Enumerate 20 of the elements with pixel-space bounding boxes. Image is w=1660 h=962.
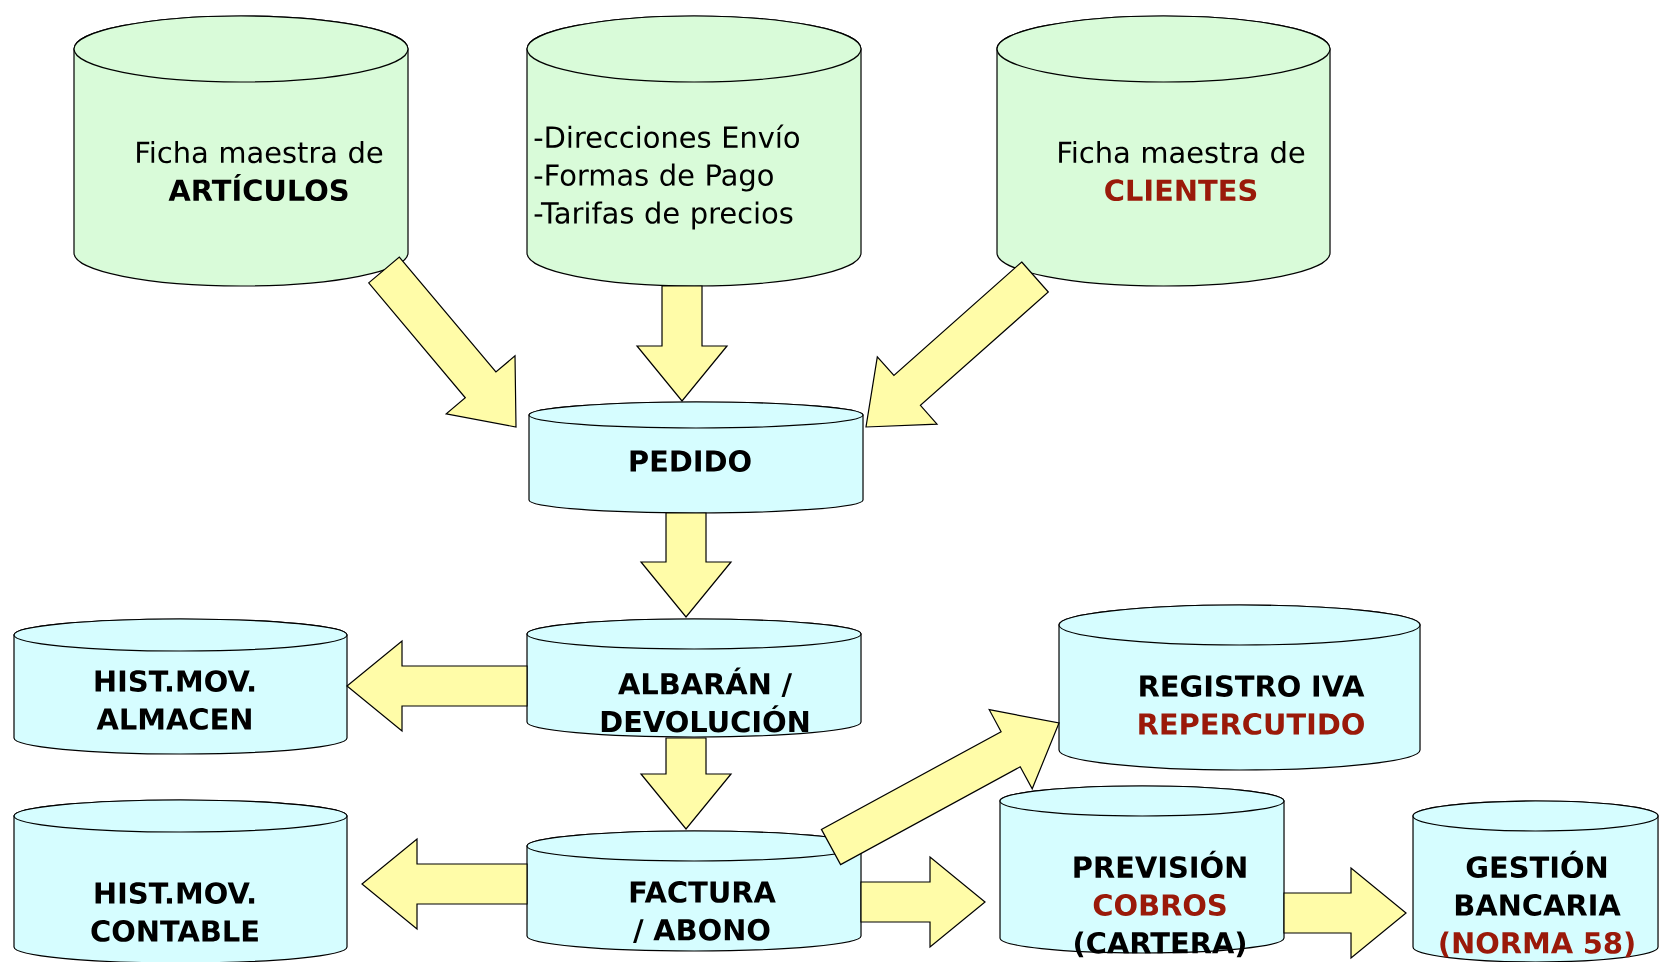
database-cylinder: HIST.MOV. CONTABLE	[13, 799, 348, 962]
database-cylinder: PREVISIÓN COBROS (CARTERA)	[999, 785, 1285, 958]
database-cylinder: ALBARÁN / DEVOLUCIÓN	[526, 618, 862, 738]
database-cylinder: -Direcciones Envío -Formas de Pago -Tarifas de precios	[526, 15, 862, 287]
database-cylinder: GESTIÓN BANCARIA (NORMA 58)	[1412, 800, 1659, 962]
database-cylinder: FACTURA / ABONO	[526, 830, 862, 952]
database-cylinder: Ficha maestra de ARTÍCULOS	[73, 15, 409, 287]
block-arrow	[860, 855, 986, 949]
block-arrow	[1283, 866, 1407, 960]
database-cylinder: REGISTRO IVA REPERCUTIDO	[1058, 604, 1421, 771]
database-cylinder: HIST.MOV. ALMACEN	[13, 618, 348, 755]
block-arrow	[635, 285, 729, 402]
block-arrow	[361, 837, 528, 931]
block-arrow	[346, 639, 528, 733]
block-arrow	[639, 737, 733, 830]
database-cylinder: PEDIDO	[528, 401, 864, 514]
block-arrow	[820, 708, 1060, 866]
block-arrow	[865, 261, 1050, 428]
block-arrow	[639, 512, 733, 618]
database-cylinder: Ficha maestra de CLIENTES	[996, 15, 1331, 287]
